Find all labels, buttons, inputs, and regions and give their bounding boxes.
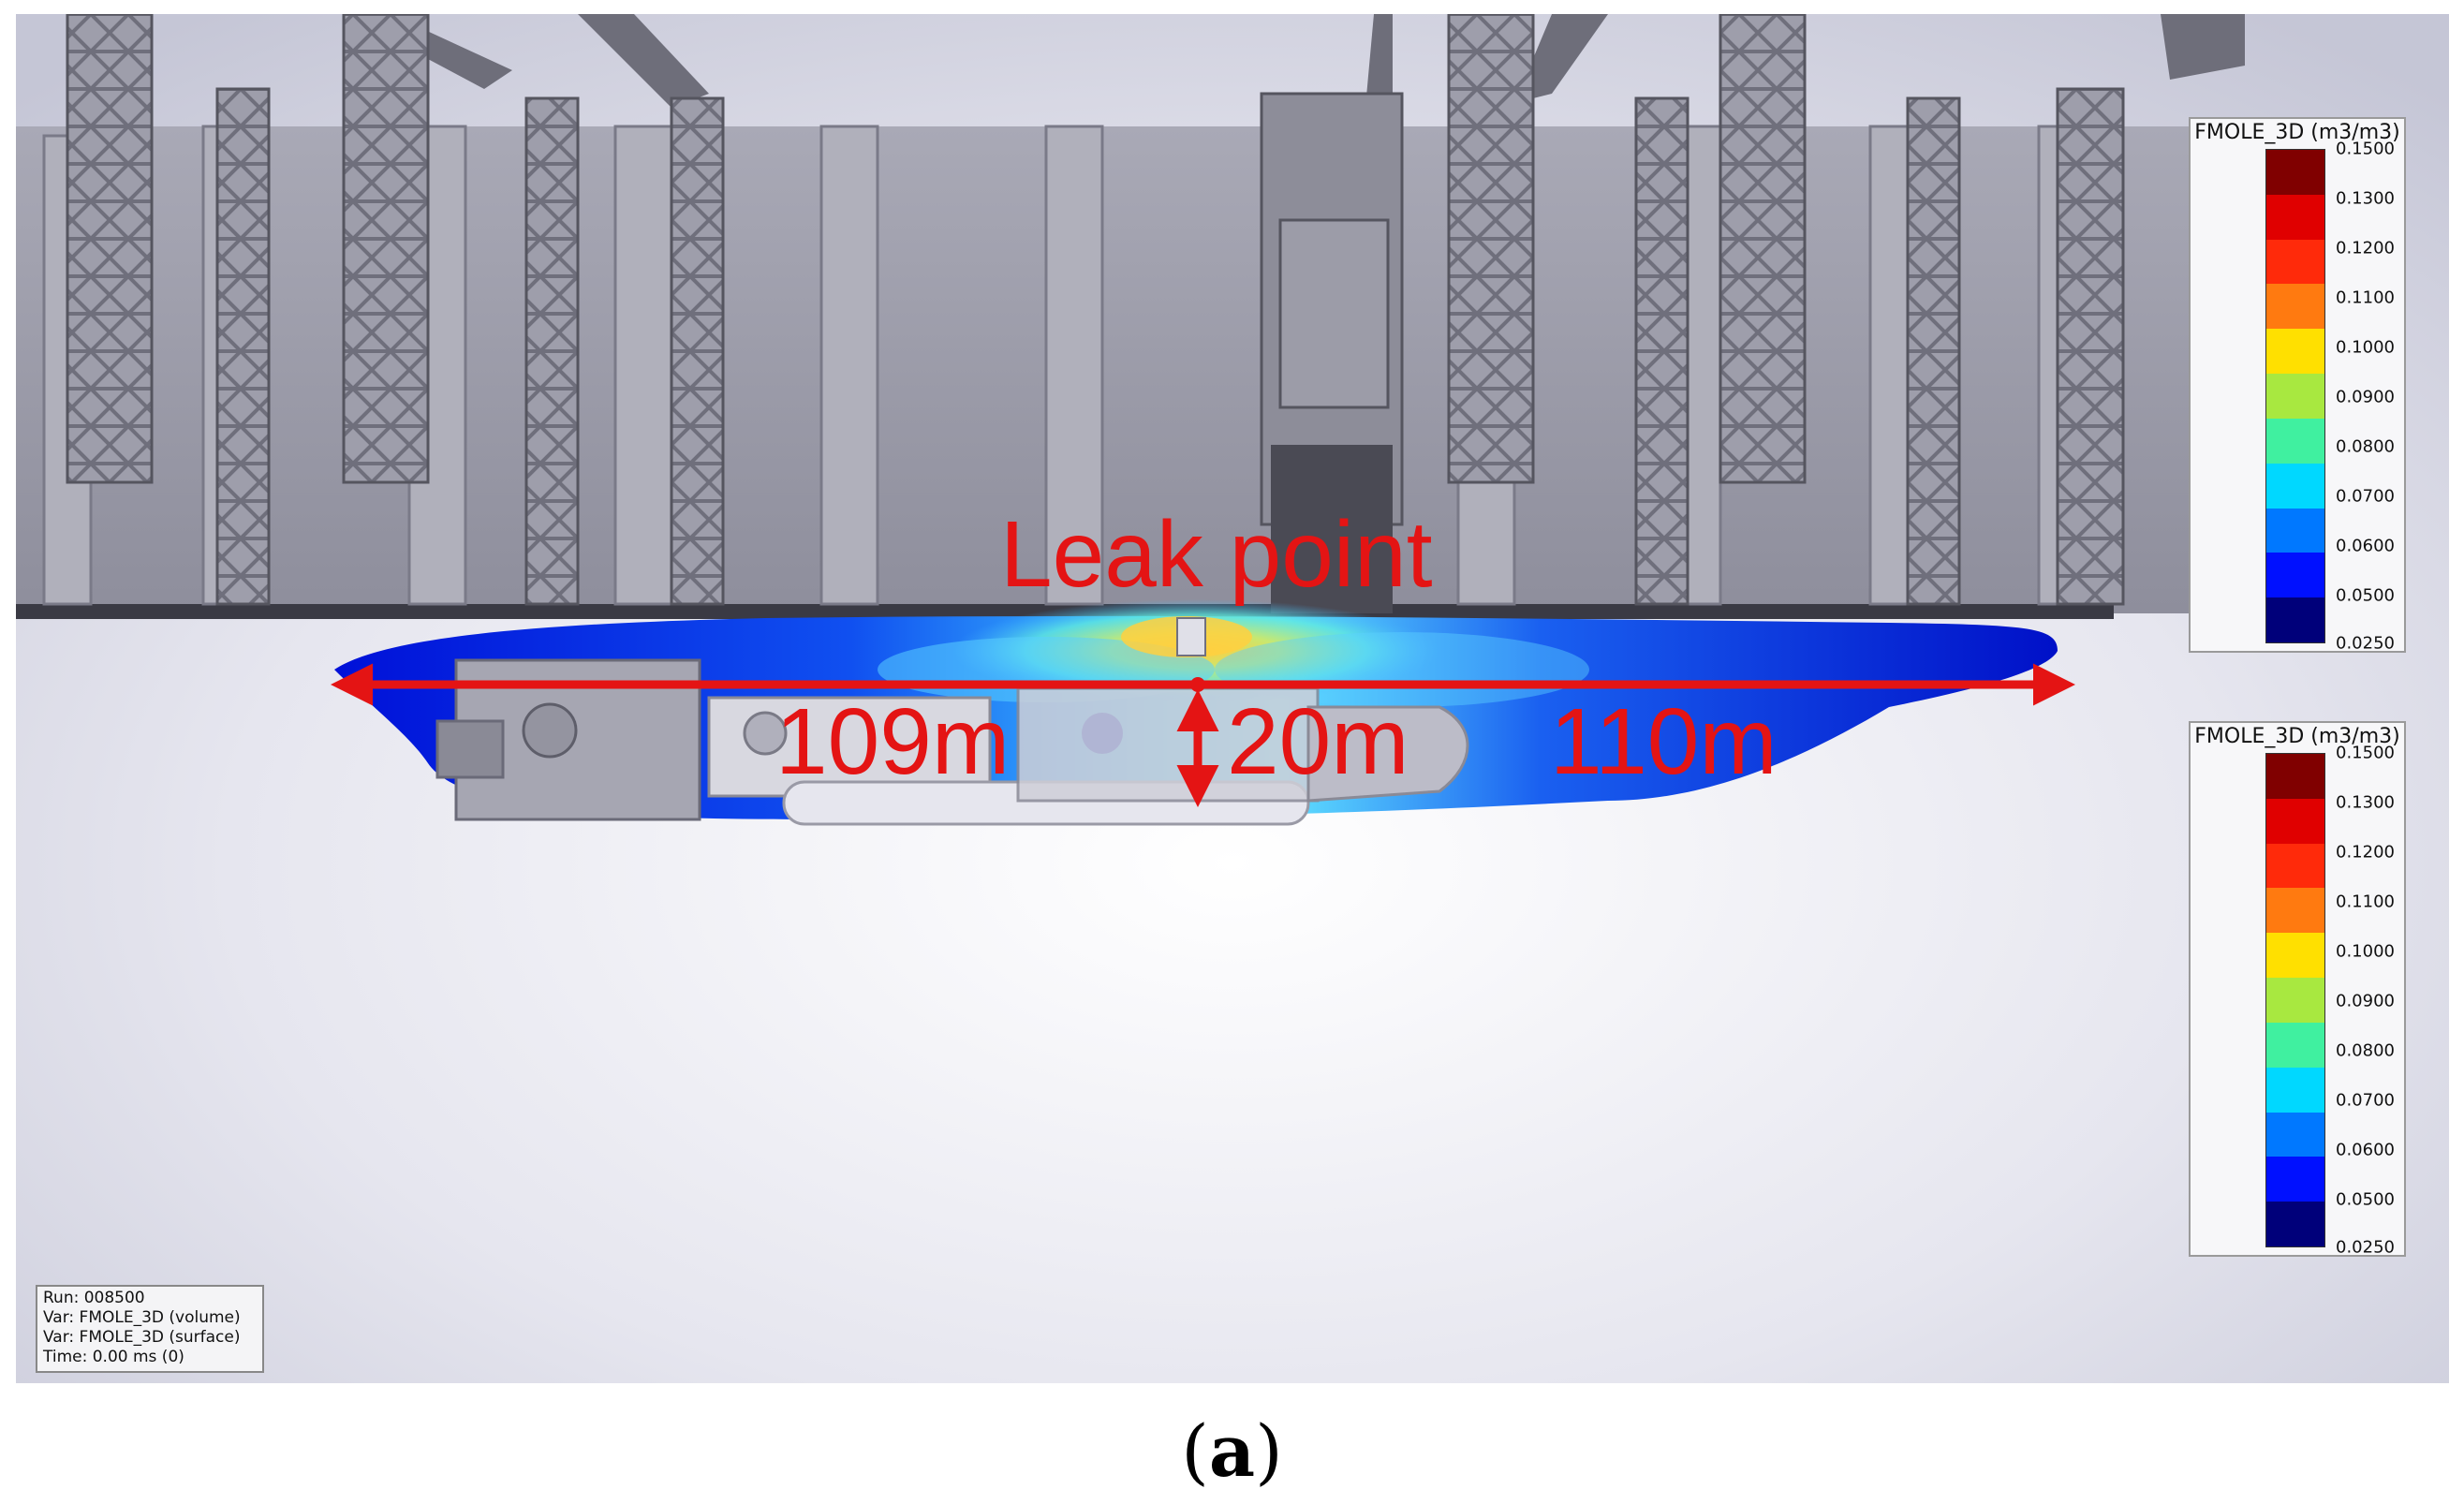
- legend-tick: 0.1500: [2336, 743, 2395, 763]
- ramp-band: [2266, 463, 2324, 509]
- legend-tick: 0.1300: [2336, 792, 2395, 813]
- ramp-band: [2266, 329, 2324, 375]
- ramp-band: [2266, 1067, 2324, 1113]
- var-volume: Var: FMOLE_3D (volume): [43, 1308, 241, 1327]
- legend-tick: 0.0900: [2336, 991, 2395, 1011]
- legend-tick: 0.1000: [2336, 941, 2395, 962]
- caption-close: ): [1255, 1409, 1283, 1493]
- ramp-band: [2266, 1202, 2324, 1246]
- colorbar-legend-bottom: FMOLE_3D (m3/m3) 0.1500 0.1300 0.1200 0.…: [2189, 721, 2406, 1258]
- ramp-band: [2266, 1157, 2324, 1202]
- run-info-box: Run: 008500 Var: FMOLE_3D (volume) Var: …: [36, 1285, 264, 1373]
- vertical-distance-label: 20m: [1227, 689, 1409, 794]
- color-ramp: [2265, 753, 2325, 1247]
- legend-tick: 0.0600: [2336, 1140, 2395, 1160]
- legend-tick: 0.0800: [2336, 436, 2395, 457]
- legend-tick: 0.0700: [2336, 486, 2395, 507]
- legend-tick: 0.1200: [2336, 238, 2395, 258]
- ramp-band: [2266, 843, 2324, 889]
- legend-tick: 0.0800: [2336, 1040, 2395, 1061]
- ramp-band: [2266, 888, 2324, 934]
- leak-point-marker: [1190, 677, 1205, 692]
- ramp-band: [2266, 194, 2324, 240]
- legend-tick: 0.0700: [2336, 1090, 2395, 1111]
- colorbar-legend-top: FMOLE_3D (m3/m3) 0.1500 0.1300 0.1200 0.…: [2189, 117, 2406, 654]
- var-surface: Var: FMOLE_3D (surface): [43, 1328, 241, 1347]
- ramp-band: [2266, 754, 2324, 799]
- legend-tick: 0.0250: [2336, 1237, 2395, 1258]
- legend-tick: 0.0500: [2336, 585, 2395, 606]
- ramp-band: [2266, 374, 2324, 419]
- left-distance-label: 109m: [775, 689, 1011, 794]
- ramp-band: [2266, 798, 2324, 844]
- ramp-band: [2266, 239, 2324, 285]
- legend-tick: 0.0600: [2336, 536, 2395, 556]
- legend-tick: 0.0900: [2336, 387, 2395, 407]
- run-id: Run: 008500: [43, 1289, 145, 1307]
- caption-letter: a: [1208, 1409, 1256, 1493]
- ramp-band: [2266, 284, 2324, 330]
- legend-title: FMOLE_3D (m3/m3): [2194, 121, 2400, 144]
- legend-tick: 0.1100: [2336, 892, 2395, 912]
- truss-towers: [66, 14, 2125, 606]
- legend-tick: 0.1500: [2336, 139, 2395, 159]
- legend-tick: 0.1300: [2336, 188, 2395, 209]
- ramp-band: [2266, 418, 2324, 464]
- ramp-band: [2266, 150, 2324, 195]
- leak-point-label: Leak point: [1000, 502, 1433, 607]
- legend-tick: 0.0250: [2336, 633, 2395, 654]
- caption-open: (: [1181, 1409, 1209, 1493]
- legend-tick: 0.1100: [2336, 288, 2395, 308]
- ramp-band: [2266, 978, 2324, 1023]
- ramp-band: [2266, 1022, 2324, 1068]
- color-ramp: [2265, 149, 2325, 643]
- simulation-viewport: [16, 14, 2449, 1383]
- gas-dispersion-render: [16, 14, 2449, 1383]
- legend-tick: 0.1000: [2336, 337, 2395, 358]
- time-readout: Time: 0.00 ms (0): [43, 1348, 184, 1366]
- legend-tick: 0.0500: [2336, 1189, 2395, 1210]
- ramp-band: [2266, 553, 2324, 598]
- ramp-band: [2266, 933, 2324, 979]
- right-distance-label: 110m: [1550, 689, 1778, 794]
- distance-arrows: [331, 663, 2075, 807]
- legend-title: FMOLE_3D (m3/m3): [2194, 725, 2400, 748]
- ramp-band: [2266, 597, 2324, 642]
- legend-tick: 0.1200: [2336, 842, 2395, 863]
- figure-caption: (a): [0, 1409, 2464, 1493]
- ramp-band: [2266, 508, 2324, 553]
- ramp-band: [2266, 1112, 2324, 1157]
